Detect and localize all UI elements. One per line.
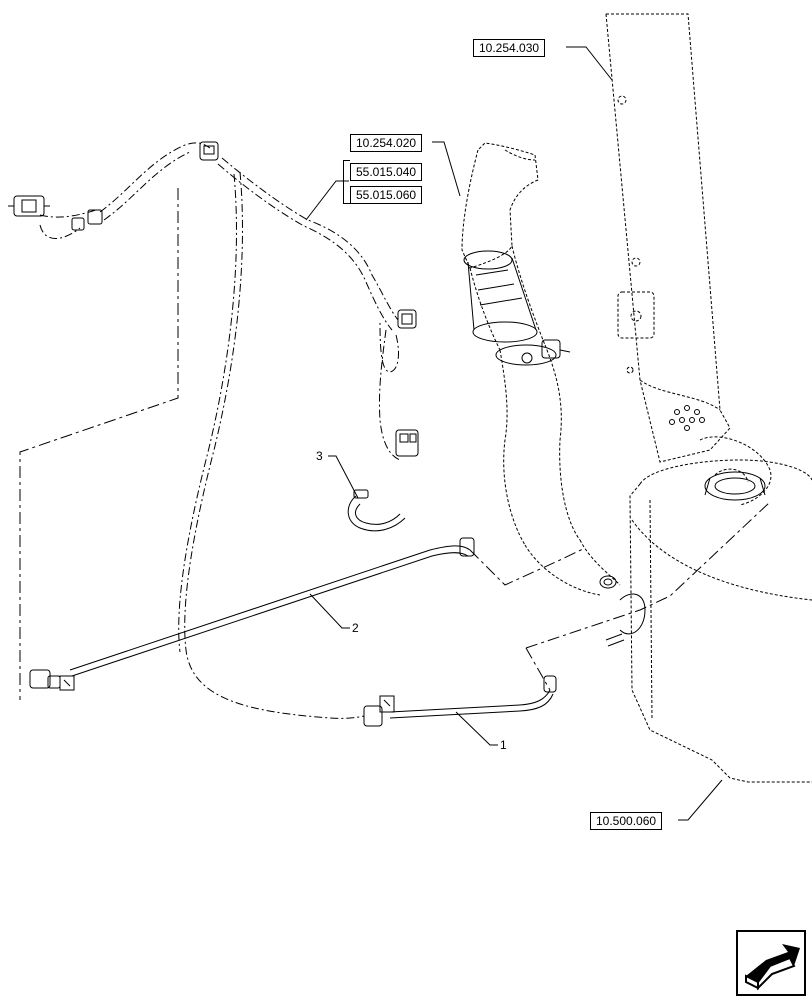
connection-lines — [19, 188, 771, 700]
reference-label-exhaust-stack[interactable]: 10.254.030 — [473, 39, 546, 57]
leader-lines — [305, 46, 723, 821]
callout-item-3: 3 — [316, 449, 323, 463]
next-page-arrow-icon[interactable] — [736, 930, 806, 996]
harness-connectors — [8, 141, 419, 457]
exhaust-pipe — [461, 142, 621, 596]
sensor-harness-item-1 — [363, 675, 557, 727]
callout-item-2: 2 — [352, 621, 359, 635]
exhaust-stack — [605, 13, 731, 463]
wire-harness — [39, 142, 401, 719]
sensor-harness-item-2 — [29, 537, 475, 691]
reference-group-bracket — [343, 160, 350, 204]
reference-label-harness-b[interactable]: 55.015.060 — [350, 186, 423, 204]
muffler-canister — [629, 436, 812, 783]
reference-label-harness-a[interactable]: 55.015.040 — [350, 163, 423, 181]
reference-label-exhaust-pipe[interactable]: 10.254.020 — [350, 134, 423, 152]
pipe-coupler — [463, 250, 571, 366]
callout-item-1: 1 — [500, 738, 507, 752]
sensor-port — [599, 575, 646, 647]
clamp-item-3 — [347, 489, 406, 532]
clamp-assembly — [704, 471, 766, 501]
reference-label-muffler[interactable]: 10.500.060 — [590, 812, 663, 830]
